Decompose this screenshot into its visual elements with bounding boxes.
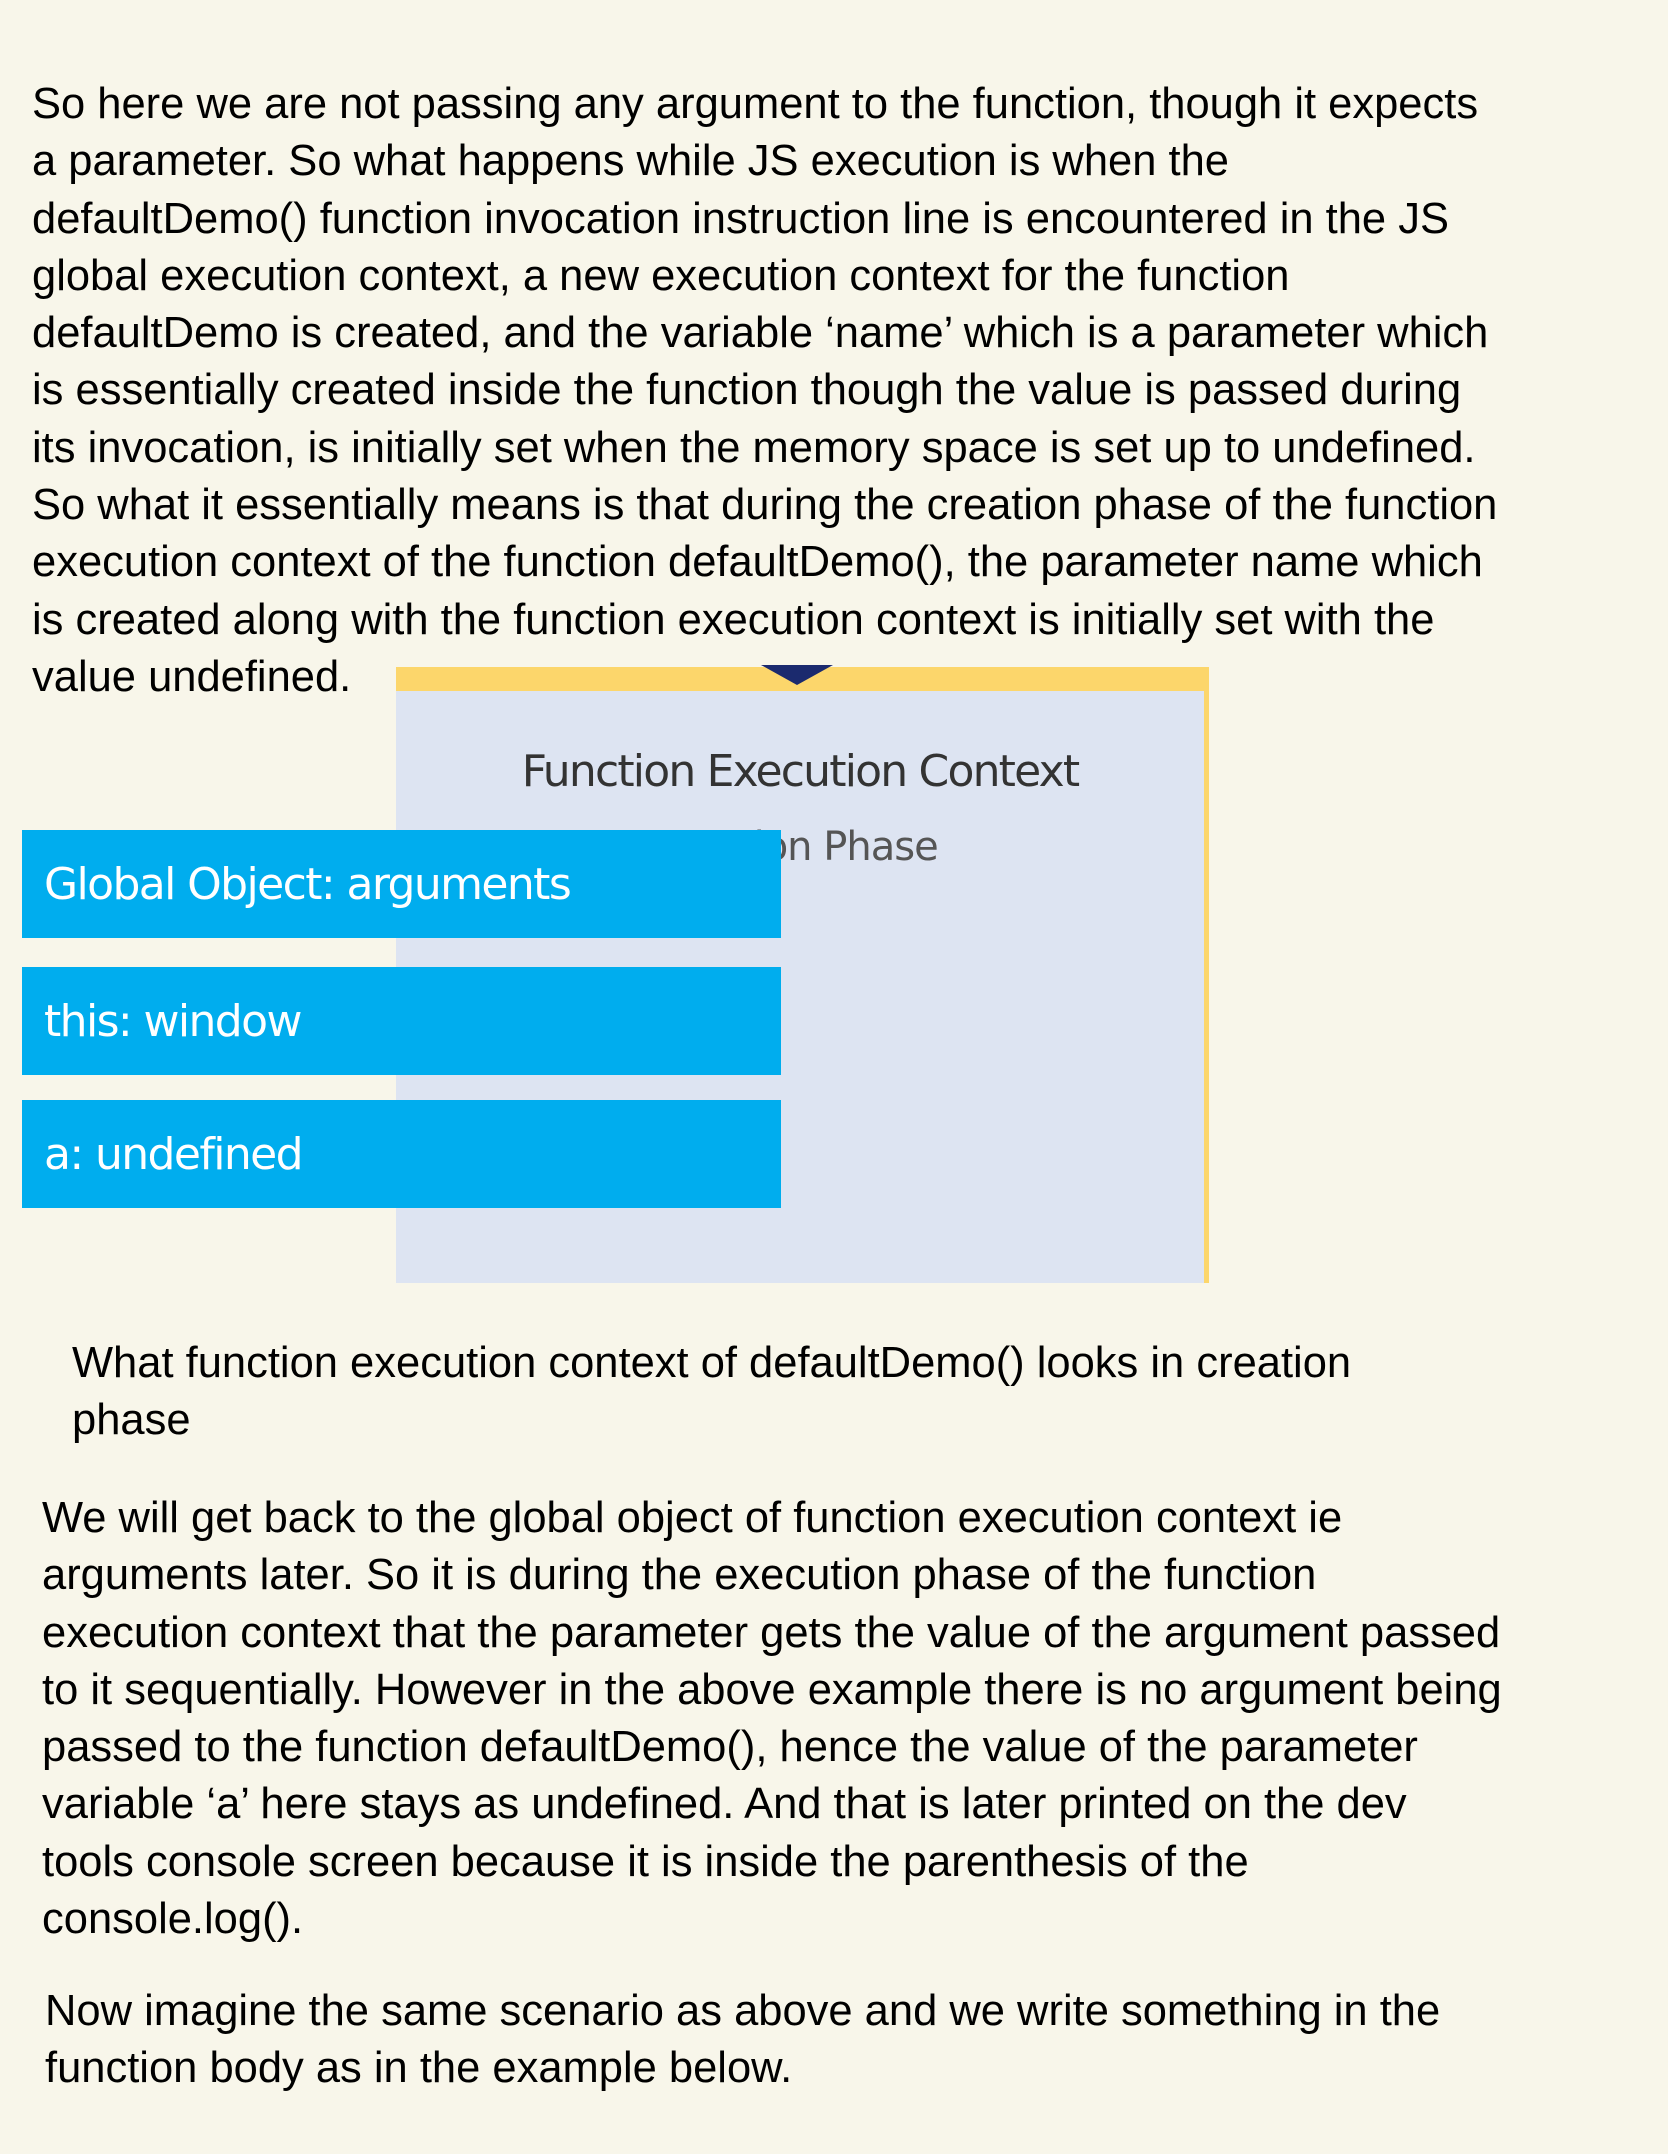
paragraph-execution-phase: We will get back to the global object of… [42, 1494, 1502, 1944]
context-box-variable-a: a: undefined [22, 1100, 781, 1208]
down-arrow-icon [761, 665, 833, 685]
context-box-global-object: Global Object: arguments [22, 830, 781, 938]
paragraph-intro: So here we are not passing any argument … [32, 80, 1498, 701]
diagram-title: Function Execution Context [521, 746, 1080, 797]
paragraph-next-scenario: Now imagine the same scenario as above a… [45, 1987, 1441, 2093]
context-box-this: this: window [22, 967, 781, 1075]
figure-caption: What function execution context of defau… [72, 1339, 1352, 1445]
